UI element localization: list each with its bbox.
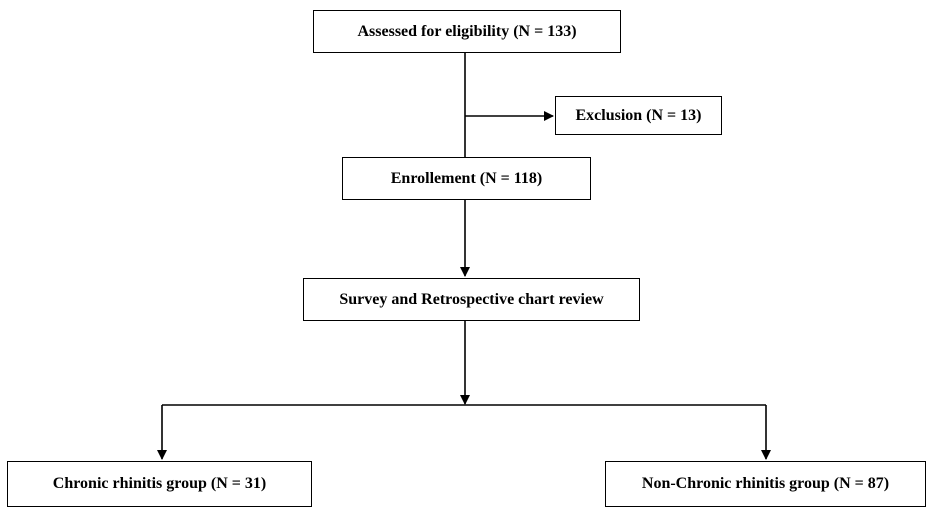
enrollment-box: Enrollement (N = 118) <box>342 157 591 200</box>
assessed-box: Assessed for eligibility (N = 133) <box>313 10 621 53</box>
chronic-group-box: Chronic rhinitis group (N = 31) <box>7 461 312 507</box>
chronic-group-label: Chronic rhinitis group (N = 31) <box>52 475 267 492</box>
exclusion-label: Exclusion (N = 13) <box>575 106 702 124</box>
assessed-label: Assessed for eligibility (N = 133) <box>357 22 577 40</box>
survey-label: Survey and Retrospective chart review <box>339 290 604 308</box>
survey-box: Survey and Retrospective chart review <box>303 278 640 321</box>
nonchronic-group-label: Non-Chronic rhinitis group (N = 87) <box>641 475 890 492</box>
enrollment-label: Enrollement (N = 118) <box>390 169 543 187</box>
exclusion-box: Exclusion (N = 13) <box>555 96 722 135</box>
nonchronic-group-box: Non-Chronic rhinitis group (N = 87) <box>605 461 926 507</box>
